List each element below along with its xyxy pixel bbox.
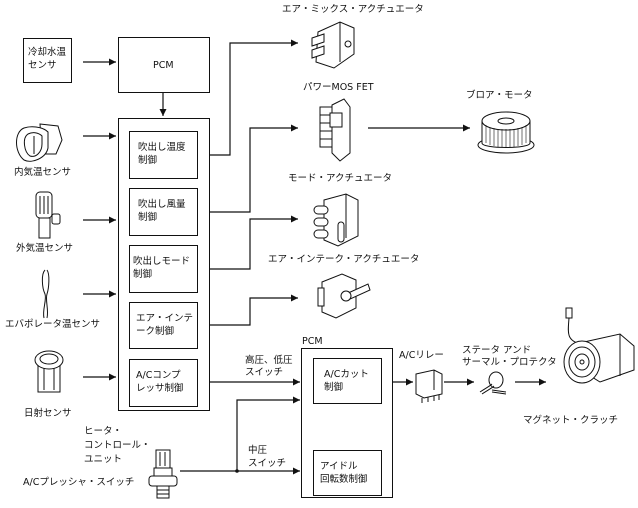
air-mix-actuator-icon <box>311 21 355 69</box>
block-label: 吹出し風量 制御 <box>138 199 186 223</box>
cabin-temp-sensor-label: 内気温センサ <box>14 167 72 178</box>
high-low-switch-label: 高圧、低圧 スイッチ <box>245 355 293 378</box>
blower-motor-label: ブロア・モータ <box>466 90 533 101</box>
power-mos-fet-icon <box>319 98 351 162</box>
blower-motor-icon <box>477 111 535 154</box>
block-label: A/Cコンプ レッサ制御 <box>136 370 184 394</box>
air-intake-actuator-icon <box>317 273 371 319</box>
evaporator-temp-sensor-label: エバポレータ温センサ <box>5 319 101 330</box>
block-ac-compressor-control: A/Cコンプ レッサ制御 <box>129 359 198 407</box>
line-temp-to-airmix <box>197 39 298 156</box>
solar-sensor-icon <box>34 350 64 393</box>
ambient-temp-sensor-icon <box>35 191 61 239</box>
mid-switch-label: 中圧 スイッチ <box>248 445 287 469</box>
magnet-clutch-compressor-icon <box>563 307 635 384</box>
ambient-temp-sensor-label: 外気温センサ <box>16 243 74 254</box>
block-label: アイドル 回転数制御 <box>320 461 368 485</box>
air-intake-actuator-label: エア・インテーク・アクチュエータ <box>268 254 420 265</box>
coolant-temp-sensor-box: 冷却水温 センサ <box>23 38 72 83</box>
pcm-top-label: PCM <box>153 60 174 71</box>
line-airflow-to-mosfet <box>197 124 298 213</box>
power-mos-fet-label: パワーMOS FET <box>303 82 374 93</box>
line-pressure-switch-branch <box>236 396 300 471</box>
thermal-protector-icon <box>479 371 507 395</box>
ac-relay-label: A/Cリレー <box>399 350 444 361</box>
pcm-top-box: PCM <box>118 37 210 93</box>
block-outlet-airflow-control: 吹出し風量 制御 <box>129 188 198 236</box>
ac-relay-icon <box>415 369 443 403</box>
ac-pressure-switch-icon <box>148 449 178 499</box>
stator-thermal-protector-label: ステータ アンド サーマル・プロテクタ <box>462 345 557 368</box>
block-label: 吹出しモード 制御 <box>133 256 191 280</box>
magnet-clutch-label: マグネット・クラッチ <box>523 415 619 426</box>
block-air-intake-control: エア・インテ ーク制御 <box>129 302 198 349</box>
line-mode-to-actuator <box>197 215 298 270</box>
solar-sensor-label: 日射センサ <box>24 408 72 419</box>
heater-control-unit-label: ヒータ・ コントロール・ ユニット <box>84 426 151 465</box>
mode-actuator-icon <box>313 193 359 247</box>
pcm-bottom-title: PCM <box>302 336 323 347</box>
block-outlet-mode-control: 吹出しモード 制御 <box>129 245 198 293</box>
block-ac-cut-control: A/Cカット 制御 <box>313 358 382 404</box>
cabin-temp-sensor-icon <box>16 123 63 162</box>
coolant-temp-sensor-label: 冷却水温 センサ <box>28 47 67 71</box>
ac-pressure-switch-label: A/Cプレッシャ・スイッチ <box>23 477 135 488</box>
block-label: エア・インテ ーク制御 <box>136 313 194 337</box>
block-label: A/Cカット 制御 <box>324 369 369 393</box>
block-label: 吹出し温度 制御 <box>138 142 186 166</box>
line-intake-to-actuator <box>197 294 298 326</box>
mode-actuator-label: モード・アクチュエータ <box>288 173 393 184</box>
evaporator-temp-sensor-icon <box>41 269 50 319</box>
block-idle-speed-control: アイドル 回転数制御 <box>313 450 382 496</box>
air-mix-actuator-label: エア・ミックス・アクチュエータ <box>282 4 424 15</box>
junction-dot <box>235 469 239 473</box>
block-outlet-temp-control: 吹出し温度 制御 <box>129 131 198 179</box>
